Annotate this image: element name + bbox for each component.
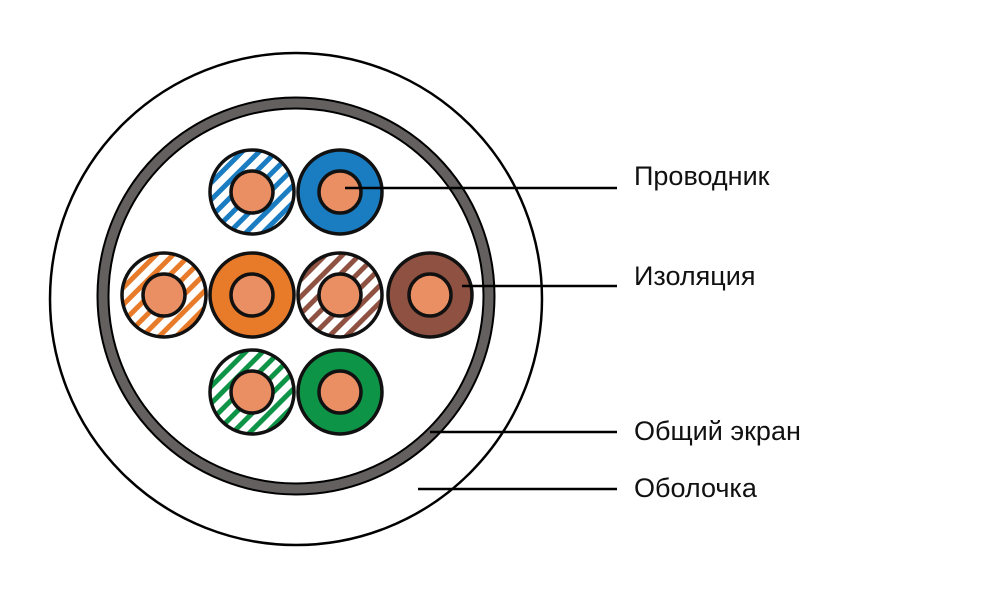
shield — [98, 98, 494, 494]
conductor — [229, 369, 275, 415]
conductor — [317, 272, 363, 318]
shield-inner-edge — [107, 107, 485, 485]
conductor — [229, 169, 275, 215]
conductor — [317, 169, 363, 215]
conductor — [229, 272, 275, 318]
label-insulation: Изоляция — [634, 261, 756, 291]
shield-outer-edge — [96, 96, 496, 496]
conductor — [317, 369, 363, 415]
label-shield: Общий экран — [634, 416, 801, 446]
label-jacket: Оболочка — [634, 473, 757, 503]
conductor — [407, 272, 453, 318]
label-conductor: Проводник — [634, 161, 770, 191]
conductor — [141, 272, 187, 318]
